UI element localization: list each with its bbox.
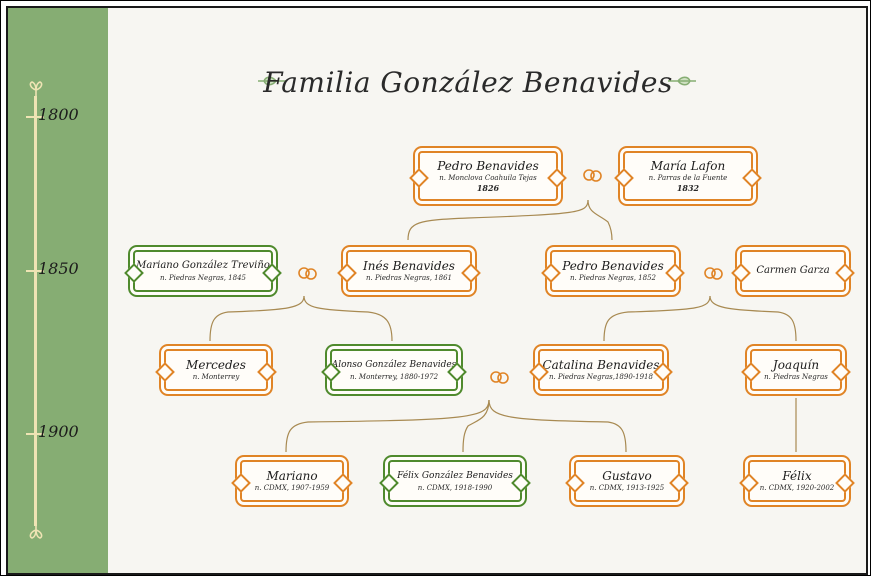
person-birth: n. CDMX, 1920-2002 — [759, 484, 835, 492]
year-label-1800: 1800 — [38, 105, 79, 124]
family-connectors — [209, 199, 797, 453]
person-birth: n. Piedras Negras — [764, 373, 828, 381]
person-year: 1826 — [476, 183, 500, 193]
person-name: Mariano — [266, 469, 318, 483]
year-tick — [26, 116, 44, 118]
wedding-rings-icon — [583, 169, 602, 182]
person-card-carmen-garza[interactable]: Carmen Garza — [740, 250, 846, 292]
connector-line — [709, 295, 797, 342]
person-card-maria-lafon[interactable]: María Lafon n. Parras de la Fuente 1832 — [623, 151, 753, 201]
connector-line — [488, 399, 627, 453]
person-card-alonso-gonzalez-benavides[interactable]: Alonso González Benavides n. Monterrey, … — [330, 349, 458, 391]
person-birth: n. Piedras Negras, 1861 — [366, 274, 452, 282]
connector-line — [407, 199, 589, 241]
person-birth: n. CDMX, 1913-1925 — [589, 484, 665, 492]
person-card-gustavo[interactable]: Gustavo n. CDMX, 1913-1925 — [574, 460, 680, 502]
person-name: Catalina Benavides — [542, 358, 660, 372]
person-name: Inés Benavides — [363, 259, 455, 273]
person-birth: n. Monclova Coahuila Tejas — [439, 174, 537, 182]
connector-line — [462, 399, 490, 453]
person-birth: n. Parras de la Fuente — [648, 174, 728, 182]
connector-line — [587, 199, 613, 241]
person-name: María Lafon — [650, 159, 726, 173]
wedding-rings-icon — [490, 371, 509, 384]
wedding-rings-icon — [298, 267, 317, 280]
leaf-ornament-icon — [258, 76, 286, 86]
person-birth: n. Piedras Negras, 1845 — [160, 274, 246, 282]
person-card-felix[interactable]: Félix n. CDMX, 1920-2002 — [748, 460, 846, 502]
person-birth: n. CDMX, 1918-1990 — [417, 484, 493, 492]
leaf-ornament-icon — [29, 81, 43, 98]
person-card-catalina-benavides[interactable]: Catalina Benavides n. Piedras Negras,189… — [538, 349, 664, 391]
person-year: 1832 — [676, 183, 700, 193]
person-card-pedro-benavides-1826[interactable]: Pedro Benavides n. Monclova Coahuila Tej… — [418, 151, 558, 201]
person-name: Alonso González Benavides — [331, 360, 457, 370]
page-title: Familia González Benavides — [263, 66, 673, 99]
wedding-rings-icon — [704, 267, 723, 280]
leaf-ornament-icon — [29, 522, 43, 539]
person-card-mariano-gonzalez-trevino[interactable]: Mariano González Treviño n. Piedras Negr… — [133, 250, 273, 292]
year-label-1850: 1850 — [38, 259, 79, 278]
year-tick — [26, 270, 44, 272]
person-name: Pedro Benavides — [562, 259, 664, 273]
person-name: Félix González Benavides — [397, 471, 513, 481]
leaf-ornament-icon — [668, 76, 696, 86]
person-birth: n. Monterrey, 1880-1972 — [349, 373, 439, 381]
person-name: Félix — [782, 469, 812, 483]
person-card-pedro-benavides-1852[interactable]: Pedro Benavides n. Piedras Negras, 1852 — [550, 250, 676, 292]
person-birth: n. Monterrey — [192, 373, 240, 381]
person-name: Gustavo — [602, 469, 652, 483]
timeline-axis — [34, 96, 37, 526]
person-card-felix-gonzalez-benavides[interactable]: Félix González Benavides n. CDMX, 1918-1… — [388, 460, 522, 502]
person-name: Carmen Garza — [756, 265, 830, 276]
diagram-canvas: 1800 1850 1900 Familia González Benavide… — [6, 6, 868, 575]
connector-line — [285, 399, 490, 453]
connector-line — [209, 295, 305, 342]
person-card-ines-benavides[interactable]: Inés Benavides n. Piedras Negras, 1861 — [346, 250, 472, 292]
person-birth: n. CDMX, 1907-1959 — [254, 484, 330, 492]
timeline-sidebar: 1800 1850 1900 — [8, 8, 108, 573]
person-birth: n. Piedras Negras,1890-1918 — [549, 373, 653, 381]
year-label-1900: 1900 — [38, 422, 79, 441]
connector-line — [603, 295, 711, 342]
person-name: Pedro Benavides — [437, 159, 539, 173]
person-card-joaquin[interactable]: Joaquín n. Piedras Negras — [750, 349, 842, 391]
connector-line — [303, 295, 393, 342]
person-card-mariano[interactable]: Mariano n. CDMX, 1907-1959 — [240, 460, 344, 502]
person-birth: n. Piedras Negras, 1852 — [570, 274, 656, 282]
person-card-mercedes[interactable]: Mercedes n. Monterrey — [164, 349, 268, 391]
person-name: Mariano González Treviño — [136, 260, 270, 271]
year-tick — [26, 433, 44, 435]
person-name: Mercedes — [186, 358, 246, 372]
person-name: Joaquín — [772, 358, 820, 372]
